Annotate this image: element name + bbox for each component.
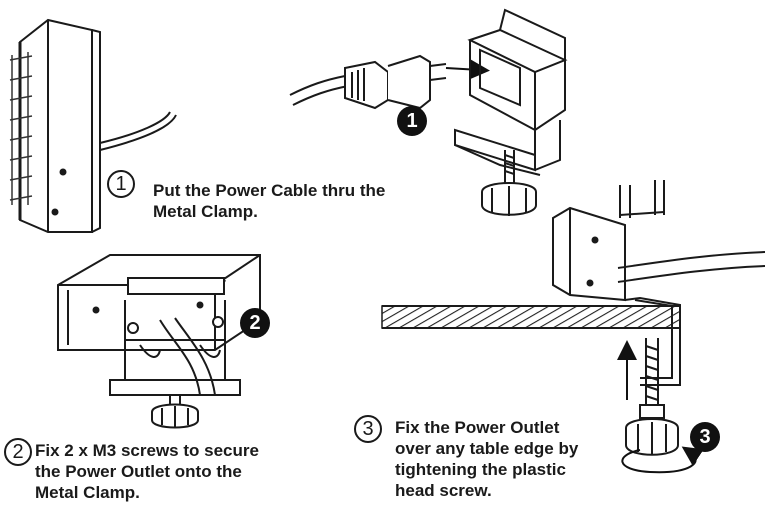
callout-1-badge: 1: [397, 106, 427, 136]
step-2-line-3: Metal Clamp.: [35, 483, 140, 502]
table-edge-icon: [381, 305, 681, 329]
callout-3-badge: 3: [690, 422, 720, 452]
step-2-number: 2: [4, 438, 32, 466]
power-outlet-icon: [57, 254, 261, 351]
callout-2-badge: 2: [240, 308, 270, 338]
step-1-line-2: Metal Clamp.: [153, 202, 258, 221]
step-2-instruction: Fix 2 x M3 screws to secure the Power Ou…: [35, 440, 259, 503]
power-outlet-icon: [552, 206, 765, 302]
step-3-line-3: tightening the plastic: [395, 460, 566, 479]
step-3-number: 3: [354, 415, 382, 443]
step-1-line-1: Put the Power Cable thru the: [153, 181, 386, 200]
screw-icon: [481, 150, 537, 216]
metal-clamp-icon: [454, 8, 568, 176]
screw-icon: [625, 338, 679, 456]
step-3-line-4: head screw.: [395, 481, 492, 500]
step-2-line-2: the Power Outlet onto the: [35, 462, 242, 481]
step-3-line-2: over any table edge by: [395, 439, 579, 458]
step-3-line-1: Fix the Power Outlet: [395, 418, 560, 437]
power-plug-icon: [289, 54, 490, 110]
step-2-line-1: Fix 2 x M3 screws to secure: [35, 441, 259, 460]
step-3-instruction: Fix the Power Outlet over any table edge…: [395, 417, 578, 501]
metal-clamp-icon: [109, 300, 241, 396]
step-1-number: 1: [107, 170, 135, 198]
screw-icon: [127, 316, 224, 429]
rotate-arrow-icon: [621, 446, 704, 474]
power-outlet-icon: [9, 18, 177, 233]
step-1-instruction: Put the Power Cable thru the Metal Clamp…: [153, 180, 385, 222]
metal-clamp-icon: [619, 180, 681, 386]
